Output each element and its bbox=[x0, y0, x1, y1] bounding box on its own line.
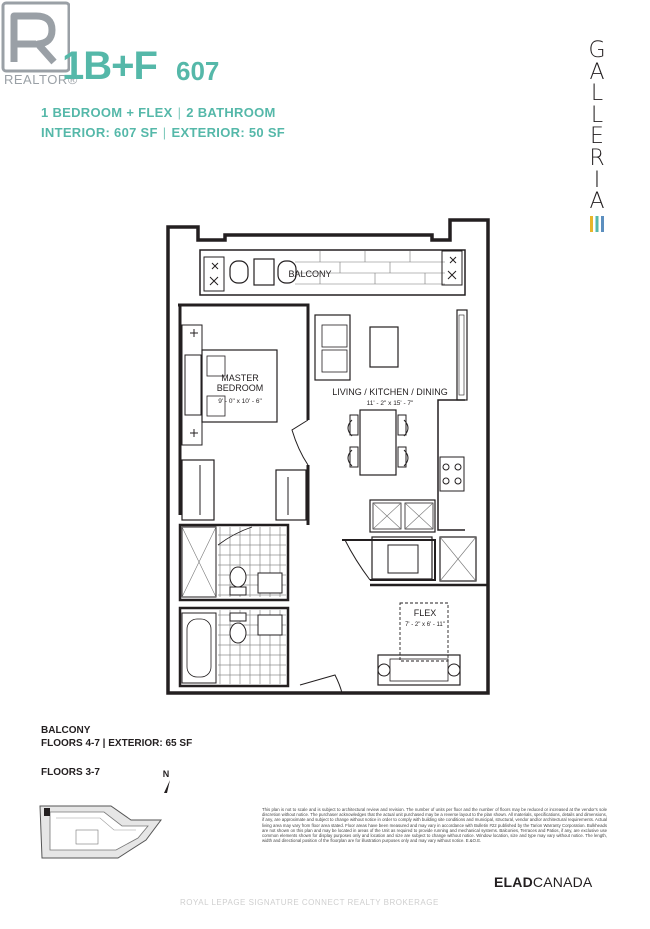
plan-master-dims: 9' - 0" x 10' - 6" bbox=[218, 398, 262, 405]
brokerage-watermark: ROYAL LEPAGE SIGNATURE CONNECT REALTY BR… bbox=[180, 898, 439, 907]
unit-type-title: 1B+F bbox=[62, 44, 158, 88]
developer-name-bold: ELAD bbox=[494, 874, 533, 890]
plan-flex-dims: 7' - 2" x 6' - 11" bbox=[405, 622, 445, 628]
bedrooms-text: 1 BEDROOM + FLEX bbox=[41, 105, 173, 120]
brand-letter: A bbox=[589, 189, 605, 215]
separator: | bbox=[99, 738, 109, 749]
brand-letter: R bbox=[589, 145, 605, 171]
brand-letter: A bbox=[589, 59, 605, 85]
brand-letter: I bbox=[593, 167, 601, 193]
brand-letter: L bbox=[590, 102, 604, 128]
plan-living-dims: 11' - 2" x 15' - 7" bbox=[367, 400, 414, 407]
unit-number: 607 bbox=[176, 56, 220, 86]
plan-living-label: LIVING / KITCHEN / DINING bbox=[332, 387, 448, 397]
brand-color-bar bbox=[595, 216, 599, 232]
brand-color-bar bbox=[601, 216, 604, 232]
balcony-floors: FLOORS 4-7 | EXTERIOR: 65 SF bbox=[41, 738, 192, 749]
balcony-floors-text: FLOORS 4-7 bbox=[41, 738, 100, 749]
floor-plan: BALCONY MASTER BEDROOM 9' - 0" x 10' - 6… bbox=[166, 218, 490, 695]
developer-logo: ELADCANADA bbox=[494, 874, 592, 890]
brand-color-bars bbox=[590, 216, 604, 232]
north-arrow-icon: N bbox=[163, 769, 170, 793]
interior-area: INTERIOR: 607 SF bbox=[41, 125, 158, 140]
bathrooms-text: 2 BATHROOM bbox=[186, 105, 276, 120]
galleria-brand: G A L L E R I A bbox=[577, 40, 617, 213]
key-plan-map bbox=[39, 805, 162, 859]
plan-master-label-1: MASTER bbox=[221, 373, 259, 383]
balcony-exterior-text: EXTERIOR: 65 SF bbox=[108, 738, 193, 749]
brand-letter: E bbox=[590, 124, 604, 150]
plan-flex-label: FLEX bbox=[414, 608, 437, 618]
brand-letter: G bbox=[588, 38, 606, 63]
balcony-section-label: BALCONY bbox=[41, 725, 91, 736]
exterior-area: EXTERIOR: 50 SF bbox=[171, 125, 286, 140]
north-label: N bbox=[163, 769, 170, 779]
area-summary: INTERIOR: 607 SF | EXTERIOR: 50 SF bbox=[41, 125, 285, 140]
keyplan-floors-label: FLOORS 3-7 bbox=[41, 767, 100, 778]
realtor-logo bbox=[1, 1, 70, 73]
plan-balcony-label: BALCONY bbox=[288, 269, 331, 279]
developer-name-light: CANADA bbox=[532, 874, 593, 890]
plan-master-label-2: BEDROOM bbox=[217, 383, 264, 393]
separator: | bbox=[162, 125, 167, 140]
realtor-text: REALTOR® bbox=[4, 72, 78, 87]
room-summary: 1 BEDROOM + FLEX | 2 BATHROOM bbox=[41, 105, 276, 120]
legal-disclaimer: This plan is not to scale and is subject… bbox=[262, 807, 607, 844]
brand-color-bar bbox=[590, 216, 593, 232]
brand-letter: L bbox=[590, 81, 604, 107]
separator: | bbox=[177, 105, 182, 120]
